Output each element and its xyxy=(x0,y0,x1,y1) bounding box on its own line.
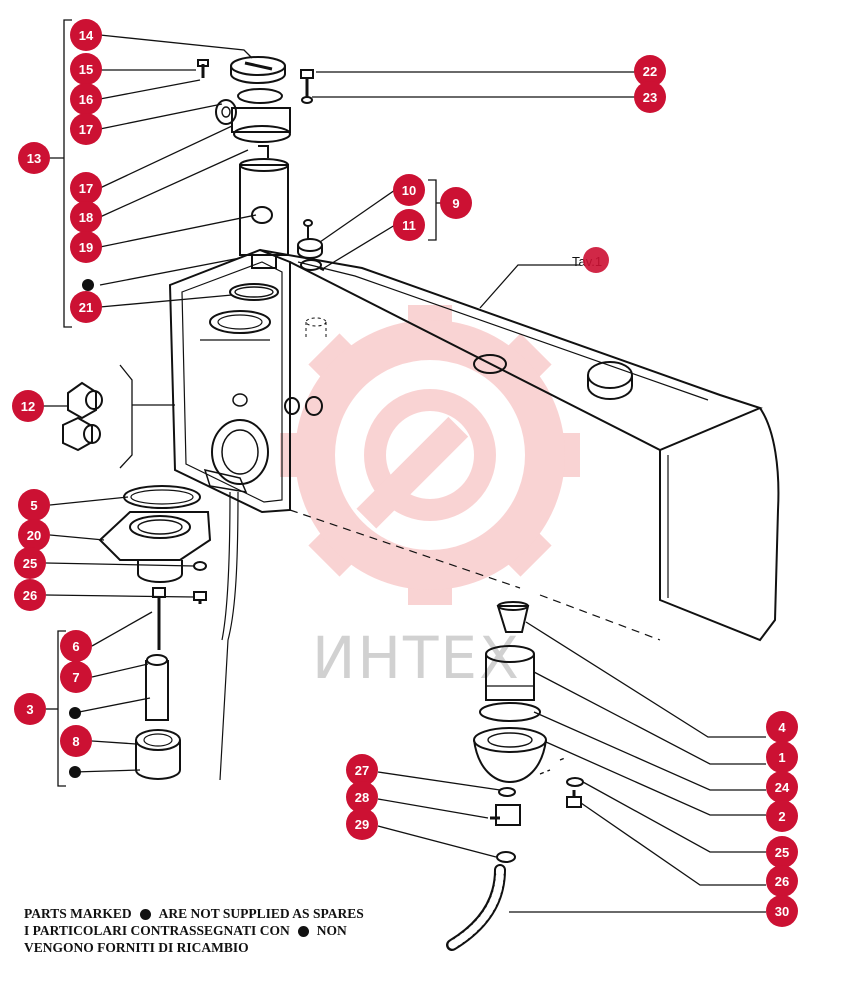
svg-text:25: 25 xyxy=(23,556,37,571)
svg-text:2: 2 xyxy=(778,809,785,824)
svg-text:17: 17 xyxy=(79,122,93,137)
bullet-marker xyxy=(69,707,81,719)
callout-11: 11 xyxy=(393,209,425,241)
svg-text:26: 26 xyxy=(775,874,789,889)
svg-text:14: 14 xyxy=(79,28,94,43)
svg-text:26: 26 xyxy=(23,588,37,603)
svg-text:13: 13 xyxy=(27,151,41,166)
callout-15: 15 xyxy=(70,53,102,85)
fuel-tank xyxy=(168,248,780,781)
svg-text:12: 12 xyxy=(21,399,35,414)
callout-16: 16 xyxy=(70,83,102,115)
table-ref-label: Tav.1 xyxy=(572,247,609,273)
drain-assembly xyxy=(446,601,584,951)
plug-fittings xyxy=(62,381,103,452)
svg-text:30: 30 xyxy=(775,904,789,919)
note-line-3: VENGONO FORNITI DI RICAMBIO xyxy=(24,940,249,955)
note-line-2: I PARTICOLARI CONTRASSEGNATI CON NON xyxy=(24,922,444,939)
spares-note: PARTS MARKED ARE NOT SUPPLIED AS SPARES I… xyxy=(24,905,444,956)
callout-28: 28 xyxy=(346,781,378,813)
callout-8: 8 xyxy=(60,725,92,757)
svg-text:17: 17 xyxy=(79,181,93,196)
note-line-1: PARTS MARKED ARE NOT SUPPLIED AS SPARES xyxy=(24,905,444,922)
svg-text:27: 27 xyxy=(355,763,369,778)
callout-24: 24 xyxy=(766,771,798,803)
leader-lines xyxy=(42,19,766,913)
svg-text:8: 8 xyxy=(72,734,79,749)
callout-4: 4 xyxy=(766,711,798,743)
filter-assembly xyxy=(197,56,314,301)
svg-text:5: 5 xyxy=(30,498,37,513)
note-line-1-start: PARTS MARKED xyxy=(24,906,132,921)
watermark-logo xyxy=(280,305,580,605)
callout-3: 3 xyxy=(14,693,46,725)
svg-text:1: 1 xyxy=(778,750,785,765)
bullet-marker xyxy=(82,279,94,291)
callout-30: 30 xyxy=(766,895,798,927)
callout-26-left: 26 xyxy=(14,579,46,611)
callout-23: 23 xyxy=(634,81,666,113)
callout-20: 20 xyxy=(18,519,50,551)
svg-text:20: 20 xyxy=(27,528,41,543)
svg-text:19: 19 xyxy=(79,240,93,255)
note-line-1-end: ARE NOT SUPPLIED AS SPARES xyxy=(158,906,364,921)
svg-text:10: 10 xyxy=(402,183,416,198)
watermark-text: ИНТЕХ xyxy=(312,624,521,692)
bullet-marker xyxy=(297,926,309,938)
callout-12: 12 xyxy=(12,390,44,422)
callout-17-bottom: 17 xyxy=(70,172,102,204)
callout-14: 14 xyxy=(70,19,102,51)
callout-26-right: 26 xyxy=(766,865,798,897)
callout-25-right: 25 xyxy=(766,836,798,868)
callout-21: 21 xyxy=(70,291,102,323)
callout-18: 18 xyxy=(70,201,102,233)
callout-10: 10 xyxy=(393,174,425,206)
svg-text:3: 3 xyxy=(26,702,33,717)
callout-2: 2 xyxy=(766,800,798,832)
callout-17-top: 17 xyxy=(70,113,102,145)
note-line-2-end: NON xyxy=(316,923,347,938)
svg-text:24: 24 xyxy=(775,780,790,795)
svg-text:18: 18 xyxy=(79,210,93,225)
callout-29: 29 xyxy=(346,808,378,840)
callout-13: 13 xyxy=(18,142,50,174)
svg-text:22: 22 xyxy=(643,64,657,79)
note-line-2-start: I PARTICOLARI CONTRASSEGNATI CON xyxy=(24,923,290,938)
callout-5: 5 xyxy=(18,489,50,521)
callout-1: 1 xyxy=(766,741,798,773)
svg-text:28: 28 xyxy=(355,790,369,805)
svg-text:9: 9 xyxy=(452,196,459,211)
callout-25-left: 25 xyxy=(14,547,46,579)
svg-text:29: 29 xyxy=(355,817,369,832)
bullet-marker xyxy=(139,909,151,921)
vent-valve xyxy=(297,219,325,272)
callout-22: 22 xyxy=(634,55,666,87)
bullet-marker xyxy=(69,766,81,778)
svg-text:23: 23 xyxy=(643,90,657,105)
svg-text:4: 4 xyxy=(778,720,786,735)
callout-6: 6 xyxy=(60,630,92,662)
svg-text:21: 21 xyxy=(79,300,93,315)
svg-text:16: 16 xyxy=(79,92,93,107)
svg-text:15: 15 xyxy=(79,62,93,77)
callouts: 14 15 16 17 13 17 18 19 21 22 23 10 11 9… xyxy=(12,19,798,927)
svg-text:11: 11 xyxy=(402,218,416,233)
svg-text:7: 7 xyxy=(72,670,79,685)
callout-9: 9 xyxy=(440,187,472,219)
callout-19: 19 xyxy=(70,231,102,263)
svg-text:6: 6 xyxy=(72,639,79,654)
callout-27: 27 xyxy=(346,754,378,786)
flange-assembly xyxy=(98,485,212,780)
callout-7: 7 xyxy=(60,661,92,693)
svg-text:25: 25 xyxy=(775,845,789,860)
